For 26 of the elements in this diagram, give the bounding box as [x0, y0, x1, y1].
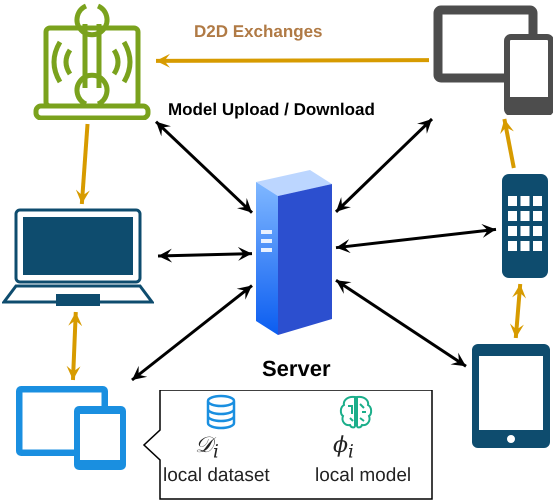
arrow — [336, 224, 496, 254]
laptop-wrench-icon — [32, 2, 152, 120]
arrow — [510, 284, 526, 338]
arrow — [154, 120, 254, 214]
arrow — [335, 279, 467, 368]
node-caption: Server — [262, 356, 331, 382]
arrow — [500, 118, 516, 168]
edge-label: D2D Exchanges — [192, 22, 324, 42]
server-icon — [256, 170, 332, 335]
callout-bubble — [143, 390, 433, 500]
tablet-icon — [470, 342, 552, 450]
arrow — [76, 124, 90, 204]
arrow — [156, 54, 429, 68]
arrow — [66, 312, 82, 380]
diagram-label: Model Upload / Download — [168, 100, 375, 120]
model-label: local model — [315, 465, 412, 487]
arrow — [131, 284, 253, 382]
laptop-icon — [2, 208, 154, 308]
monitor-tablet-icon — [433, 5, 553, 115]
dataset-label: local dataset — [163, 465, 270, 487]
smartphone-icon — [500, 172, 550, 280]
dataset-symbol: 𝒟$_{i}$ — [195, 433, 219, 462]
model-symbol: ϕ$_{i}$ — [333, 433, 354, 462]
arrow — [334, 118, 434, 213]
tablet-phone-icon — [14, 384, 128, 472]
arrow — [158, 246, 252, 263]
